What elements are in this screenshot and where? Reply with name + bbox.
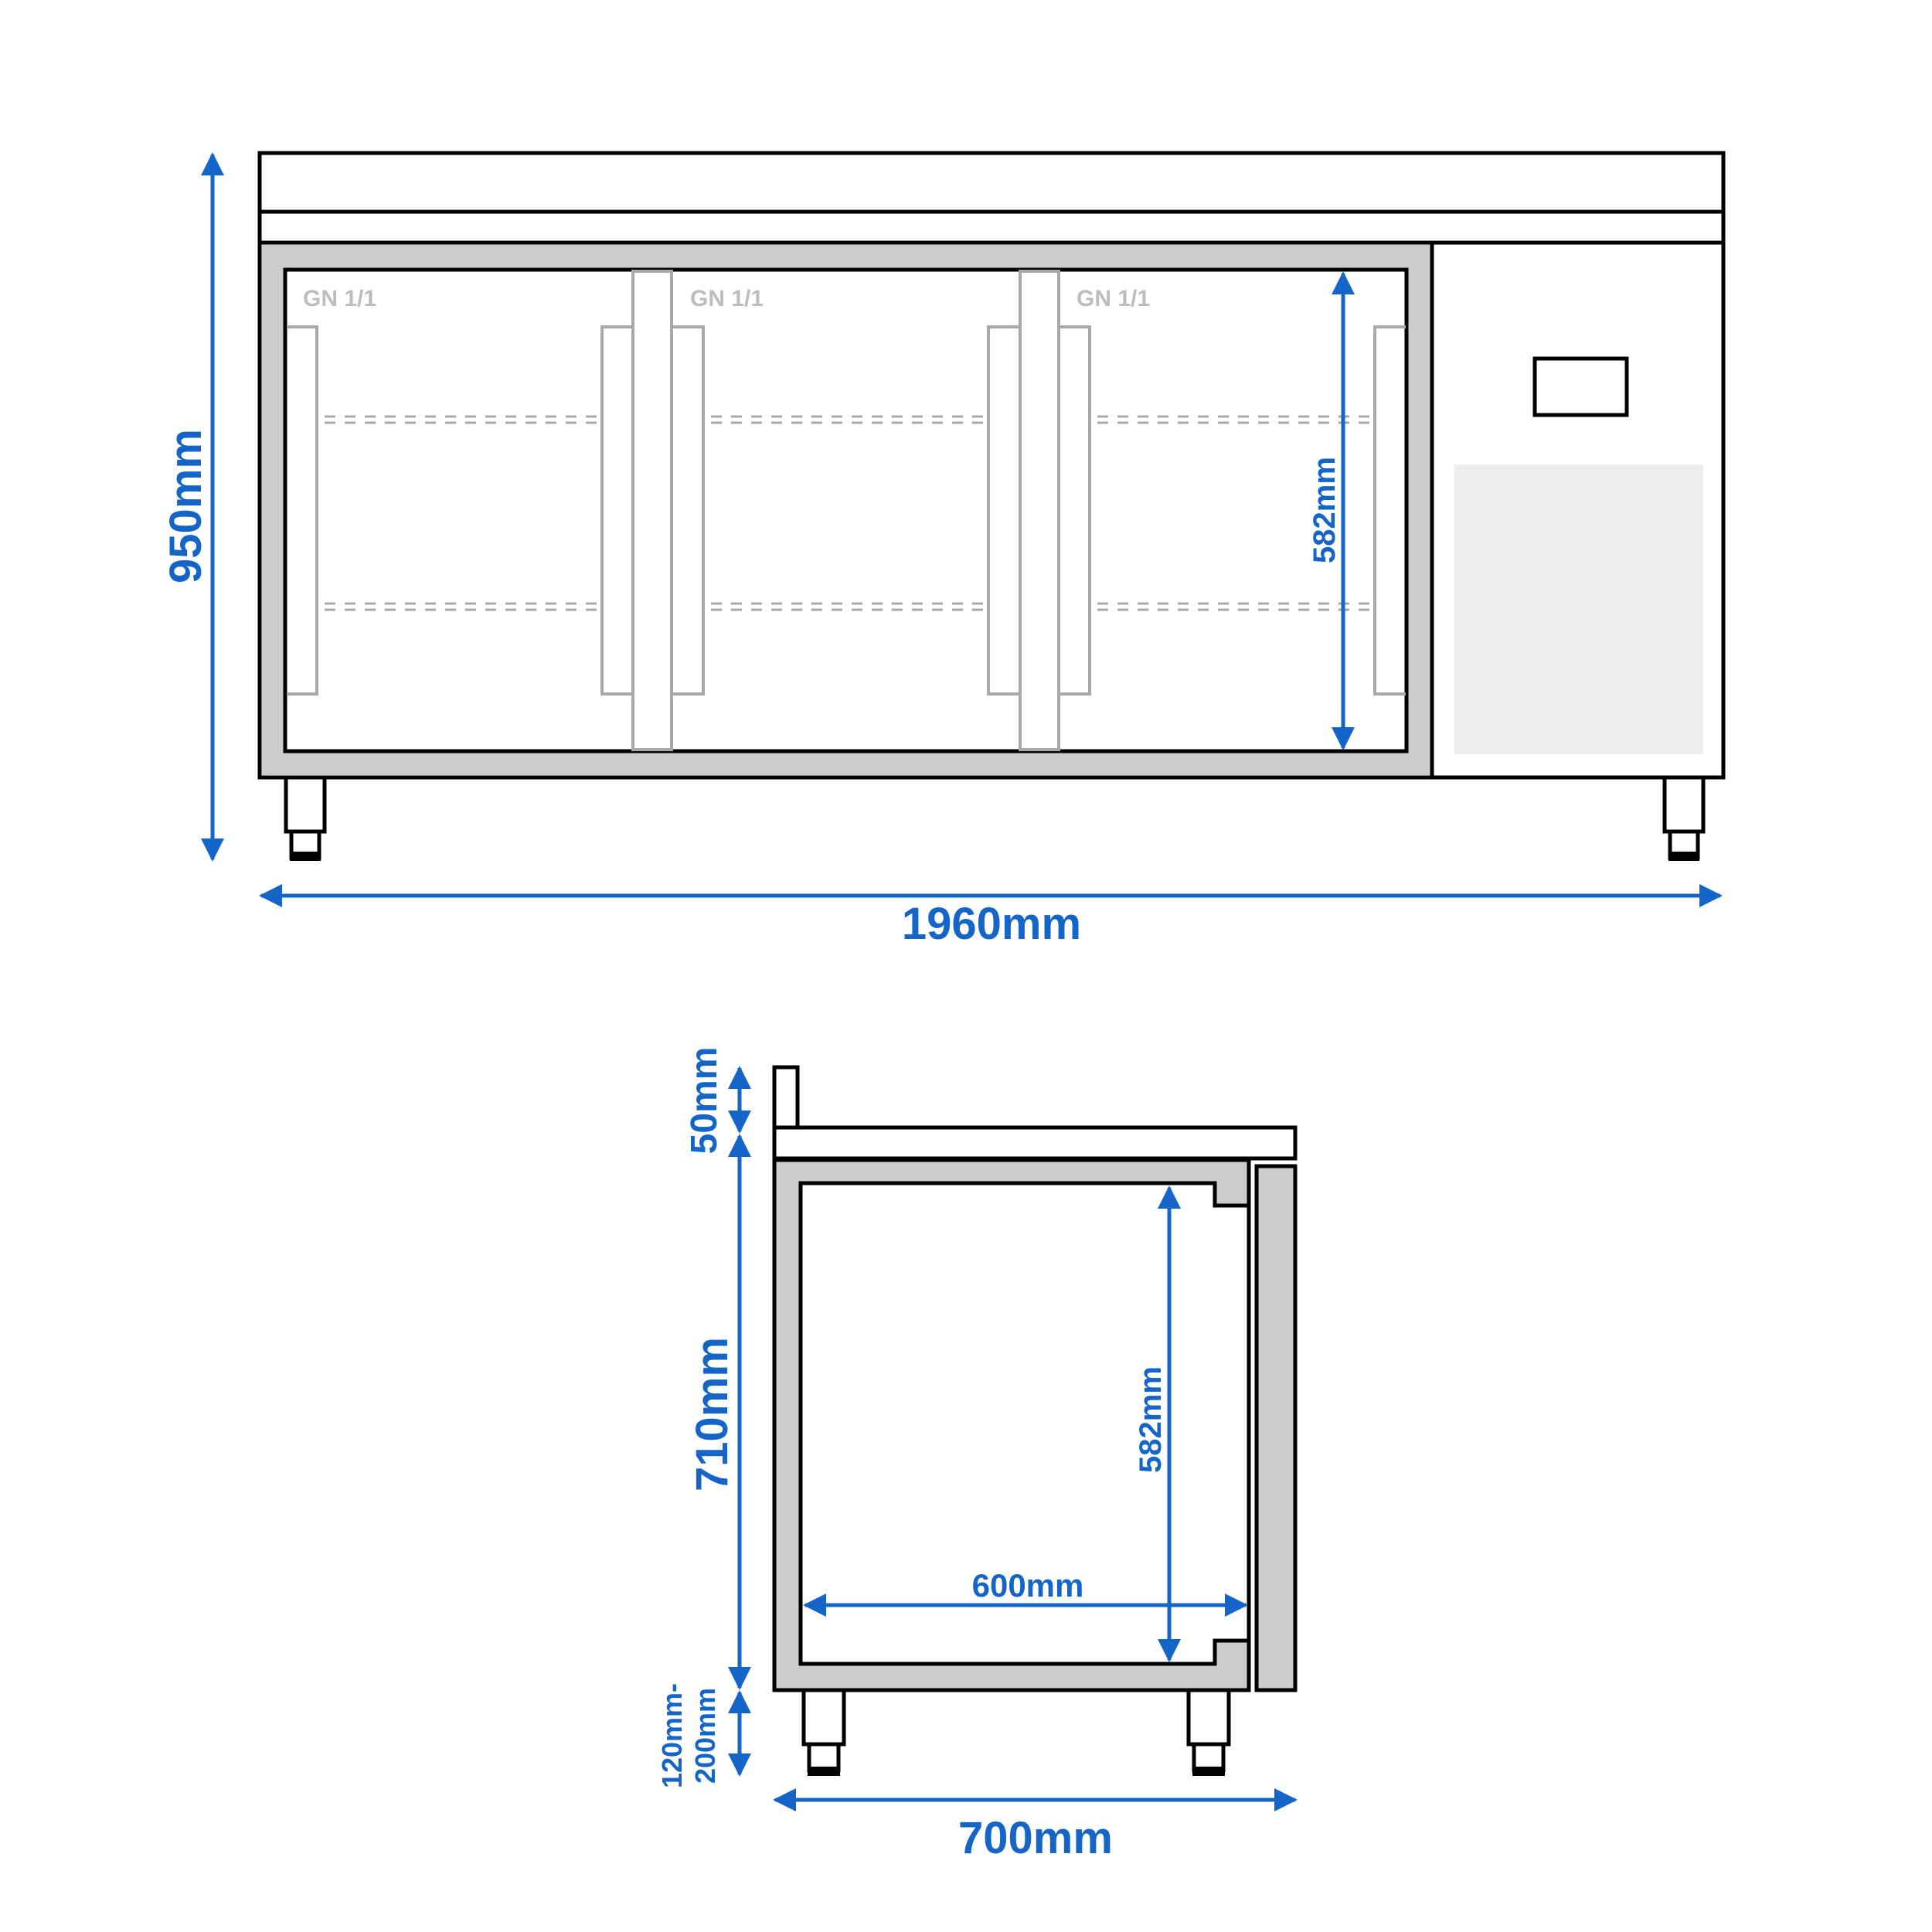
side-inner-cavity xyxy=(798,1181,1251,1666)
body-height-dimension-label: 710mm xyxy=(687,1337,737,1492)
side-door xyxy=(1254,1164,1298,1692)
backsplash xyxy=(772,1065,800,1131)
leg-right xyxy=(1662,775,1706,861)
side-countertop xyxy=(772,1125,1298,1161)
leg-left xyxy=(284,775,327,861)
side-leg-back xyxy=(1186,1688,1231,1776)
side-leg-front xyxy=(801,1688,846,1776)
ventilation-grille xyxy=(1454,464,1703,754)
door-handle-right xyxy=(1373,325,1406,696)
inner-height-dimension-label: 582mm xyxy=(1134,1366,1168,1473)
control-display[interactable] xyxy=(1532,356,1629,417)
inner-compartment xyxy=(283,267,1409,753)
front-view: GN 1/1 GN 1/1 GN 1/1 xyxy=(161,151,1726,949)
depth-dimension-label: 700mm xyxy=(958,1813,1113,1863)
gn-label: GN 1/1 xyxy=(303,286,376,311)
door-divider-post xyxy=(631,270,673,751)
door-handle-right xyxy=(987,325,1020,696)
door-handle-left xyxy=(287,325,318,696)
door-handle-left xyxy=(672,325,705,696)
leg-height-dimension-label-line2: 200mm xyxy=(689,1688,721,1784)
door-divider-post xyxy=(1019,270,1060,751)
door-2[interactable]: GN 1/1 xyxy=(672,286,1020,696)
door-1[interactable]: GN 1/1 xyxy=(287,286,633,696)
gn-label: GN 1/1 xyxy=(1077,286,1150,311)
inner-depth-dimension-label: 600mm xyxy=(972,1567,1084,1604)
gn-label: GN 1/1 xyxy=(690,286,764,311)
door-3[interactable]: GN 1/1 xyxy=(1059,286,1406,696)
inner-height-dimension-label: 582mm xyxy=(1308,457,1342,563)
width-dimension-label: 1960mm xyxy=(902,899,1081,949)
backsplash-dimension-label: 50mm xyxy=(684,1047,725,1155)
door-handle-right xyxy=(600,325,633,696)
side-view: 50mm 710mm 120mm- 200mm 582mm 600mm 700m… xyxy=(656,1047,1298,1863)
leg-height-dimension-label-line1: 120mm- xyxy=(656,1683,688,1788)
height-dimension-label: 950mm xyxy=(161,429,211,583)
door-handle-left xyxy=(1059,325,1091,696)
countertop xyxy=(257,151,1726,245)
